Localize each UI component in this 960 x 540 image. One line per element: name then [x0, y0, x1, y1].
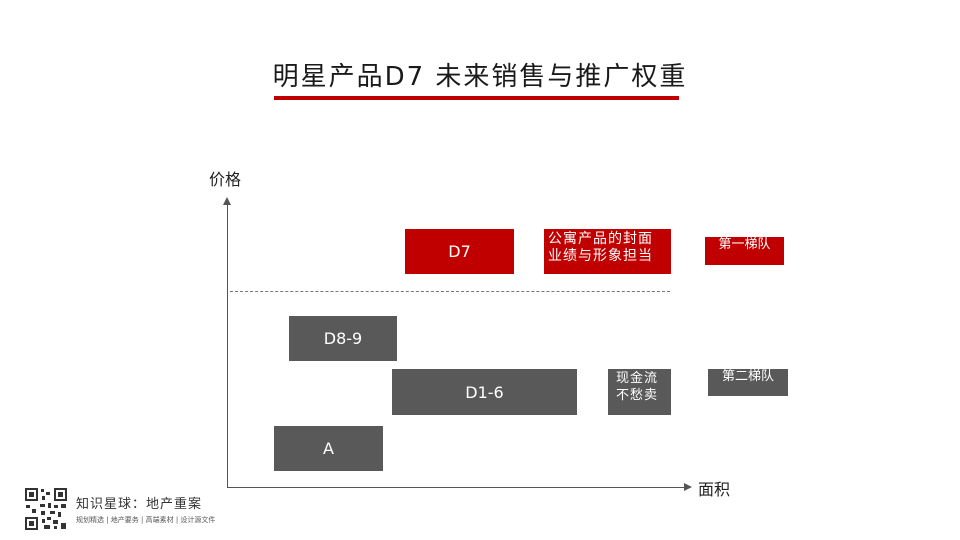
- y-axis: [227, 204, 228, 488]
- box-a: A: [274, 426, 383, 471]
- qr-code-icon: [24, 487, 68, 531]
- tier-divider-line: [230, 291, 670, 292]
- x-axis-label: 面积: [698, 480, 731, 499]
- footer-brand-name: 知识星球：地产重案: [76, 497, 203, 512]
- box-d1-6: D1-6: [392, 369, 577, 415]
- y-axis-arrow-icon: [223, 197, 231, 205]
- page-title: 明星产品D7 未来销售与推广权重: [272, 62, 688, 92]
- note-apartment-cover: 公寓产品的封面 业绩与形象担当: [544, 229, 671, 274]
- tier-second: 第二梯队: [708, 369, 788, 396]
- footer-brand: 知识星球：地产重案 规划精选 | 地产要务 | 高端素材 | 设计源文件: [24, 487, 215, 531]
- tier-first: 第一梯队: [705, 237, 784, 265]
- box-d7: D7: [405, 229, 514, 274]
- box-d8-9: D8-9: [289, 316, 397, 361]
- x-axis-arrow-icon: [684, 483, 692, 491]
- title-underline: [274, 96, 679, 100]
- y-axis-label: 价格: [209, 170, 242, 189]
- x-axis: [227, 487, 685, 488]
- footer-tagline: 规划精选 | 地产要务 | 高端素材 | 设计源文件: [76, 516, 216, 524]
- note-cashflow: 现金流不愁卖: [608, 369, 671, 415]
